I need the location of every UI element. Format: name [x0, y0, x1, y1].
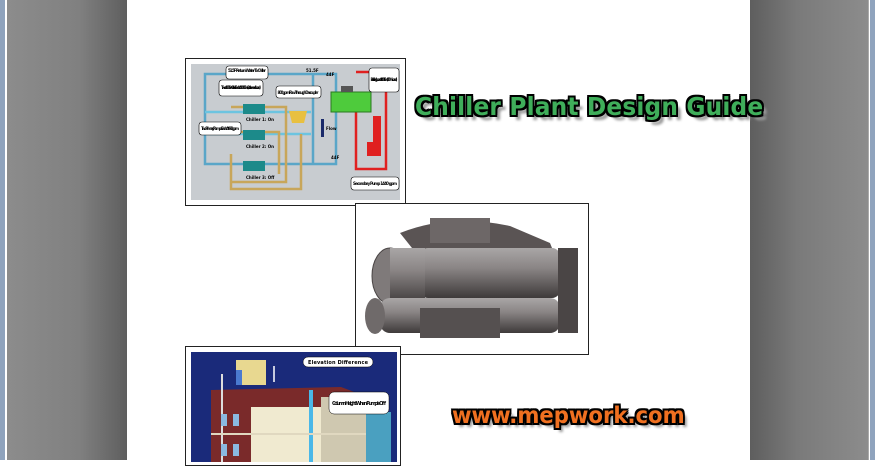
- diagram-label-primary-pumps: Two Primary Pumps Each At 960 gpm: [201, 126, 239, 131]
- diagram-label-temp-44a: 44F: [326, 72, 335, 77]
- diagram-label-chiller3: Chiller 3: Off: [246, 175, 275, 180]
- diagram-label-chillers: Two 400 Ton Chillers Each At 200 Tons (B…: [221, 85, 261, 90]
- website-url: www.mepwork.com: [452, 403, 685, 429]
- diagram-label-return-water: 51.5F Return Water To Chiller: [228, 68, 266, 73]
- diagram-label-flow: Flow: [326, 126, 337, 131]
- diagram-label-secondary-pump: Secondary Pump 1440 gpm: [353, 181, 397, 186]
- chiller-plant-diagram: 51.5F Return Water To Chiller 51.5F 44F …: [185, 58, 406, 206]
- building-illustration: Elevation Difference Column Height When …: [185, 346, 401, 466]
- building-label-column: Column Height When Pump is Off: [332, 401, 387, 407]
- window-border-left: [0, 0, 5, 460]
- window-border-right: [870, 0, 875, 460]
- diagram-label-chiller2: Chiller 2: On: [246, 144, 274, 149]
- viewer-background-left: [7, 0, 128, 460]
- diagram-label-chiller1: Chiller 1: On: [246, 117, 274, 122]
- diagram-label-temp-44b: 44F: [331, 155, 340, 160]
- building-label-elevation: Elevation Difference: [308, 360, 369, 366]
- diagram-label-decoupler: 800 gpm Flow Through Decoupler: [278, 90, 319, 95]
- chiller-photo: [355, 203, 589, 355]
- viewer-background-right: [750, 0, 869, 460]
- diagram-label-building-load: Building Load 800 Tons (50% Load): [371, 77, 398, 82]
- diagram-label-temp-top: 51.5F: [306, 68, 319, 73]
- document-title: Chiller Plant Design Guide: [415, 92, 764, 121]
